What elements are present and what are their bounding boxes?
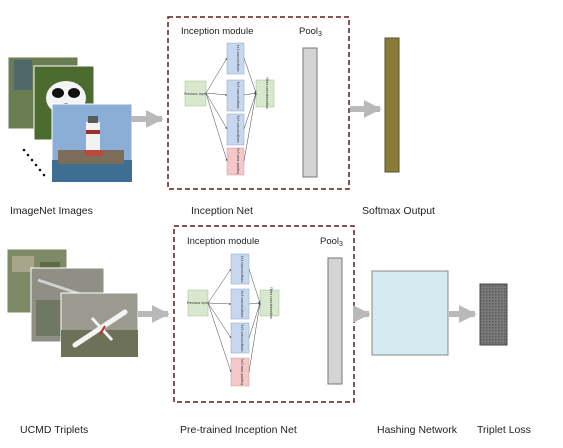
pretrained-pool3-label: Pool3 (320, 236, 343, 248)
pretrained-module-connections (207, 268, 261, 373)
module-connections (205, 57, 257, 162)
conv5x5-block (226, 113, 245, 146)
pool3-bar (302, 47, 318, 178)
svg-text:3x3 convolutions: 3x3 convolutions (236, 81, 240, 109)
conv1x1-block (226, 42, 245, 75)
softmax-output-label: Softmax Output (362, 205, 435, 217)
svg-text:3x3 convolutions: 3x3 convolutions (240, 290, 244, 318)
svg-text:5x5 convolutions: 5x5 convolutions (236, 115, 240, 143)
imagenet-image-stack (7, 56, 133, 183)
hashing-network-block (371, 270, 449, 356)
conv3x3-block (226, 79, 245, 112)
svg-text:Previous layer: Previous layer (187, 301, 210, 305)
more-images-dots (22, 148, 46, 177)
pretrained-conv1x1-block (230, 253, 250, 285)
ucmd-triplets-label: UCMD Triplets (20, 424, 89, 436)
hashing-network-label: Hashing Network (377, 424, 457, 436)
svg-text:Previous layer: Previous layer (184, 92, 207, 96)
triplet-loss-block (479, 283, 508, 346)
pretrained-inception-net-label: Pre-trained Inception Net (180, 424, 297, 436)
maxpool-block (226, 147, 245, 176)
svg-text:5x5 convolutions: 5x5 convolutions (240, 324, 244, 352)
filter-concatenation-block (255, 79, 275, 108)
svg-text:1x1 convolutions: 1x1 convolutions (240, 255, 244, 283)
pretrained-maxpool-block (230, 357, 250, 387)
svg-text:1x1 convolutions: 1x1 convolutions (236, 44, 240, 72)
triplet-loss-label: Triplet Loss (477, 424, 531, 436)
pretrained-pool3-bar (327, 257, 343, 385)
inception-net-frame (167, 16, 350, 190)
softmax-output-bar (384, 37, 400, 173)
ucmd-triplet-stack (6, 248, 139, 358)
svg-text:3x3 max pooling: 3x3 max pooling (236, 148, 240, 175)
svg-text:Filter concatenation: Filter concatenation (265, 77, 269, 109)
svg-text:Filter concatenation: Filter concatenation (269, 287, 273, 319)
inception-module: Previous layer 1x1 convolutions 3x3 conv… (184, 42, 275, 176)
svg-text:3x3 max pooling: 3x3 max pooling (240, 359, 244, 386)
pool3-label: Pool3 (299, 26, 322, 38)
pretrained-inception-module: Previous layer 1x1 convolutions 3x3 conv… (187, 253, 280, 387)
inception-net-label: Inception Net (191, 205, 253, 217)
pretrained-conv5x5-block (230, 322, 250, 354)
pretrained-module-title: Inception module (187, 236, 259, 247)
inception-module-title: Inception module (181, 26, 253, 37)
pretrained-conv3x3-block (230, 288, 250, 320)
imagenet-images-label: ImageNet Images (10, 205, 93, 217)
